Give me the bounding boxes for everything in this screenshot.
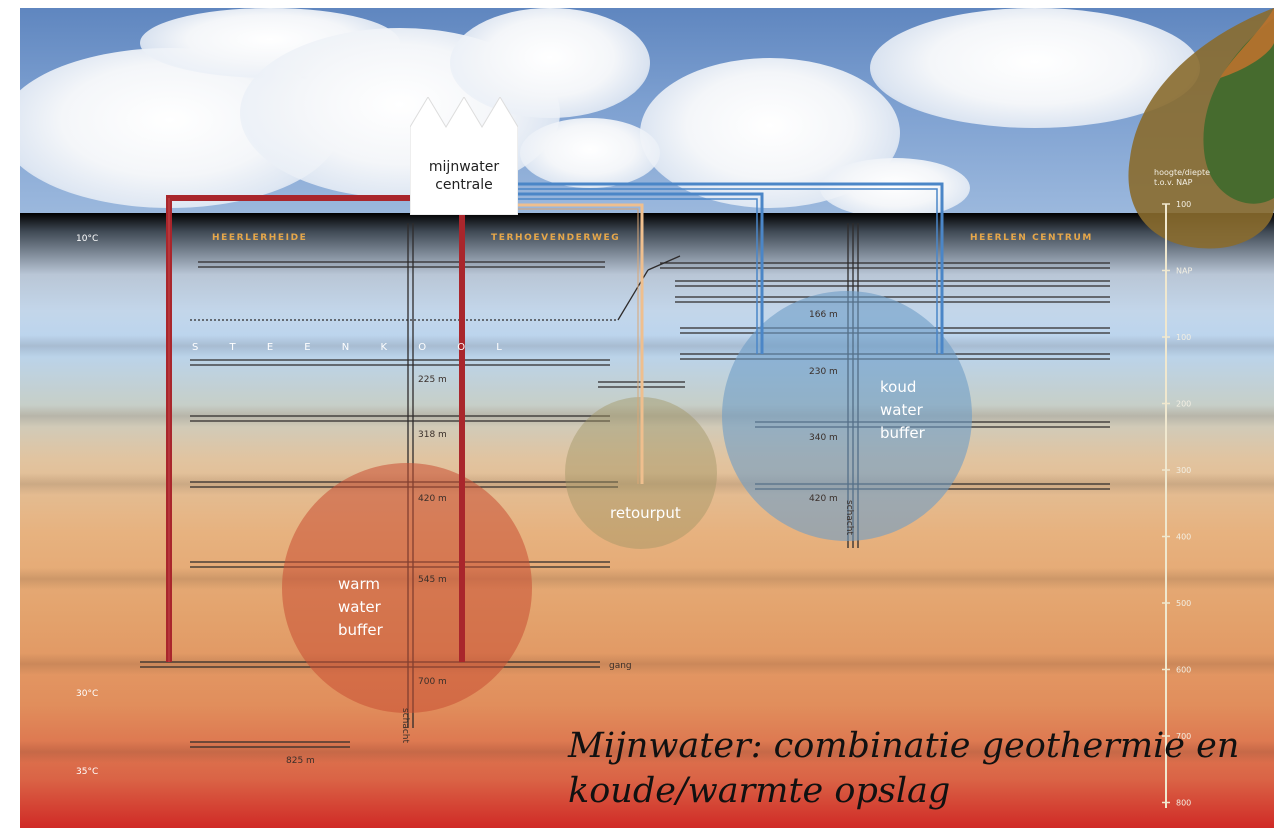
scale-tick-label: 100 (1176, 333, 1191, 342)
depth-label: 825 m (286, 756, 315, 766)
depth-scale: hoogte/diepte t.o.v. NAP 100NAP100200300… (1154, 168, 1210, 808)
temperature-label: 30°C (76, 689, 98, 699)
scale-title: t.o.v. NAP (1154, 178, 1193, 187)
depth-label: 700 m (418, 677, 447, 687)
scale-tick-label: 100 (1176, 200, 1191, 209)
location-heerlen-centrum: HEERLEN CENTRUM (970, 233, 1093, 243)
scale-tick-label: 500 (1176, 599, 1191, 608)
coal-layer-label: S T E E N K O O L (192, 342, 516, 353)
depth-label: 420 m (418, 494, 447, 504)
cloud (450, 8, 650, 118)
plant-label: mijnwater centrale (410, 158, 518, 194)
sky (20, 8, 1274, 218)
plant-label-line: mijnwater (428, 159, 500, 175)
return-well-label: retourput (610, 504, 681, 522)
scale-tick-label: 400 (1176, 533, 1191, 542)
plant-building (410, 97, 518, 215)
rock-band (20, 335, 1274, 357)
temperature-label: 35°C (76, 767, 98, 777)
location-terhoevenderweg: TERHOEVENDERWEG (491, 233, 620, 243)
depth-label: 420 m (809, 494, 838, 504)
cloud (870, 8, 1200, 128)
pipes (166, 182, 944, 662)
scale-tick-label: 800 (1176, 799, 1191, 808)
depth-label: 225 m (418, 375, 447, 385)
buffers (282, 291, 972, 713)
caption-line: koude/warmte opslag (568, 771, 951, 811)
return-pipe (517, 203, 644, 484)
scale-tick-label: 600 (1176, 666, 1191, 675)
shaft-label: schacht (400, 708, 410, 744)
warm-buffer-label: water (338, 598, 382, 616)
cold-pipe (517, 192, 764, 354)
shaft-label: schacht (844, 500, 854, 536)
logo-swirl (1128, 8, 1274, 249)
diagram-overlay: hoogte/diepte t.o.v. NAP 100NAP100200300… (76, 8, 1274, 808)
scale-title: hoogte/diepte (1154, 168, 1210, 177)
scale-tick-label: 300 (1176, 466, 1191, 475)
depth-label: 230 m (809, 367, 838, 377)
scale-tick-label: NAP (1176, 267, 1192, 276)
cold-buffer-label: water (880, 401, 924, 419)
warm-buffer-label: warm (338, 575, 380, 593)
temperature-label: 10°C (76, 234, 98, 244)
depth-label: 340 m (809, 433, 838, 443)
depth-label: 318 m (418, 430, 447, 440)
scale-tick-label: 700 (1176, 732, 1191, 741)
warm-buffer-label: buffer (338, 621, 384, 639)
cold-buffer-label: buffer (880, 424, 926, 442)
location-heerlerheide: HEERLERHEIDE (212, 233, 307, 243)
cloud (520, 118, 660, 188)
cold-buffer-label: koud (880, 378, 916, 396)
gang-label: gang (609, 661, 632, 671)
cold-water-buffer (722, 291, 972, 541)
labels: 10°C 30°C 35°C HEERLERHEIDE TERHOEVENDER… (76, 233, 1093, 777)
caption: Mijnwater: combinatie geothermie en koud… (568, 724, 1268, 814)
warm-water-buffer (282, 463, 532, 713)
depth-label: 545 m (418, 575, 447, 585)
depth-label: 166 m (809, 310, 838, 320)
cold-pipe (517, 182, 944, 354)
cloud (820, 158, 970, 218)
scale-tick-label: 200 (1176, 400, 1191, 409)
caption-line: Mijnwater: combinatie geothermie en (568, 726, 1240, 766)
plant-label-line: centrale (435, 177, 493, 193)
